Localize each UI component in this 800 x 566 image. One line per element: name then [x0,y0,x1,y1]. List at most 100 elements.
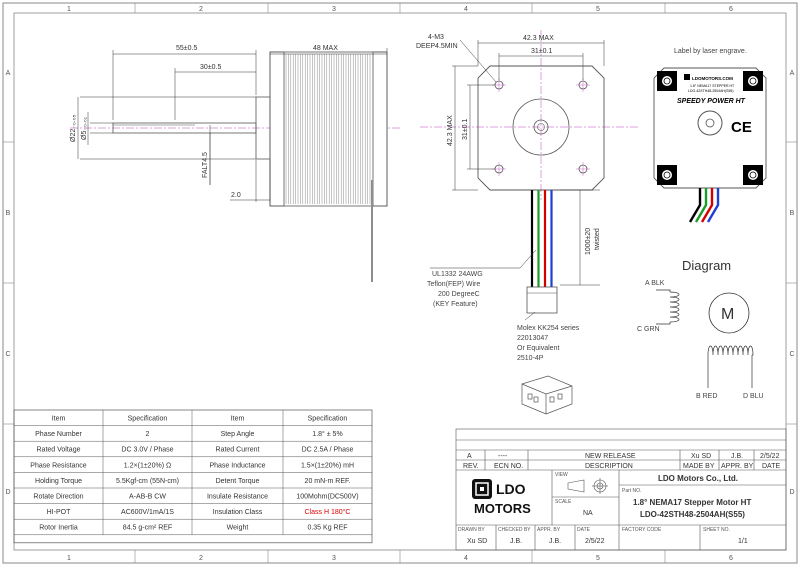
lead-wires [530,190,553,287]
table-cell: 1.2×(1±20%) Ω [124,462,171,469]
table-cell: Phase Number [35,431,82,438]
desc-value: NEW RELEASE [585,453,636,460]
label-boss [697,110,723,136]
col-label: 2 [199,6,203,13]
dim-body-48: 48 MAX [313,45,338,52]
label-product-small: 1.8° NEMA17 STEPPER HT [690,84,735,88]
sheet-label: SHEET NO. [703,527,730,533]
factory-label: FACTORY CODE [622,527,662,533]
logo-line2: MOTORS [474,501,531,516]
dim-lead-note: twisted [594,228,601,250]
drawn-value: Xu SD [467,538,487,545]
col-label: 3 [332,6,336,13]
connector [526,286,558,314]
checked-label: CHECKED BY [498,527,531,533]
table-cell: Step Angle [221,431,255,438]
logo-line1: LDO [496,481,526,497]
col-label: 5 [596,6,600,13]
connector-note-1: Molex KK254 series [517,325,580,332]
label-b-red: B RED [696,393,717,400]
row-label: B [6,210,11,217]
appr-label: APPR. BY [537,527,561,533]
appr-value-2: J.B. [549,538,561,545]
frame-ticks [3,3,797,563]
motor-letter: M [721,306,734,323]
table-cell: 20 mN-m REF. [305,478,351,485]
label-view: Label by laser engrave. LDOMOTORS.COM 1.… [653,48,767,223]
appr-header: APPR. BY [721,463,754,470]
table-cell: Insulation Class [213,509,263,516]
col-label: 4 [464,555,468,562]
row-labels: A B C D A B C D [5,70,794,496]
table-cell: 1.5×(1±20%) mH [301,462,354,469]
connector-note-2: 22013047 [517,335,548,342]
ecn-header: ECN NO. [494,463,523,470]
made-header: MADE BY [683,463,715,470]
sheet-value: 1/1 [738,538,748,545]
dim-lead: 1000±20 [585,228,592,255]
table-cell: Insulate Resistance [207,494,268,501]
table-cell: 100Mohm(DC500V) [296,494,358,501]
table-cell: Rotate Direction [33,494,83,501]
wire-note-3: 200 DegreeC [438,291,480,298]
label-title: SPEEDY POWER HT [677,98,746,105]
table-cell: Phase Inductance [209,462,265,469]
company-name: LDO Motors Co., Ltd. [658,474,738,483]
row-label: B [790,210,795,217]
motor-symbol [708,292,750,334]
motor-body [269,51,388,207]
table-header: Item [52,416,66,423]
table-cell: Phase Resistance [30,462,87,469]
lead-wire [694,188,708,223]
table-cell: 1.8° ± 5% [312,430,342,438]
drawn-label: DRAWN BY [458,527,485,533]
partno-label: Part NO. [622,488,641,494]
wire-note-4: (KEY Feature) [433,301,478,308]
desc-header: DESCRIPTION [585,463,633,470]
wiring-diagram: Diagram A BLK C GRN B RED D BLU M [637,258,764,400]
dim-dia-5: Ø5₋₀.₀₁ [81,116,88,140]
row-label: D [5,489,10,496]
appr-value: J.B. [731,453,743,460]
made-value: Xu SD [691,453,711,460]
ce-mark: CE [731,119,752,136]
dim-42-top: 42.3 MAX [523,35,554,42]
table-cell: HI-POT [47,509,71,516]
scale-label: SCALE [555,499,572,505]
col-label: 3 [332,555,336,562]
label-model-small: LDO-42STH48-2504AH(S55) [688,89,734,93]
table-cell: AC600V/1mA/1S [121,509,174,516]
col-label: 4 [464,6,468,13]
table-cell: Rated Voltage [37,447,81,454]
col-label: 2 [199,555,203,562]
scale-value: NA [583,510,593,517]
lead-wire [706,188,720,223]
col-label: 6 [729,6,733,13]
view-label: VIEW [555,472,568,478]
checked-value: J.B. [510,538,522,545]
product-line2: LDO-42STH48-2504AH(S55) [640,510,745,519]
col-label: 1 [67,555,71,562]
view-symbol [567,478,608,494]
dim-shaft-30: 30±0.5 [200,64,221,71]
rev-value: A [467,453,472,460]
label-wires [688,188,720,223]
dim-2: 2.0 [231,192,241,199]
date-value-2: 2/5/22 [585,538,605,545]
wire-note-1: UL1332 24AWG [432,271,483,278]
date-header: DATE [762,463,780,470]
side-view: 55±0.5 48 MAX 30±0.5 Ø22₋₀.₀₅ Ø5₋₀.₀₁ FA… [70,45,400,282]
table-cell: 0.35 Kg REF [307,525,347,532]
table-header: Specification [128,416,168,423]
title-block [455,428,787,551]
table-cell: A-AB-B CW [129,494,166,501]
table-cell: 5.5Kgf-cm (55N-cm) [116,478,179,485]
pilot-circle [512,98,570,156]
table-cell: DC 3.0V / Phase [121,447,173,454]
row-label: C [5,351,10,358]
dim-holes: 4-M3 [428,34,444,41]
label-logo-icon [684,74,690,80]
table-header: Specification [308,416,348,423]
label-a-blk: A BLK [645,280,665,287]
